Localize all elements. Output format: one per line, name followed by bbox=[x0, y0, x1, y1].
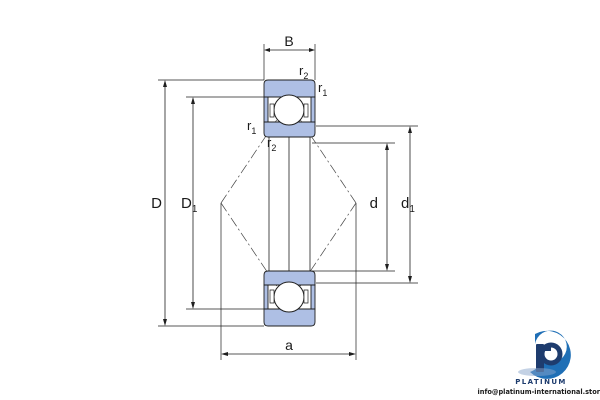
platinum-p-logo-icon bbox=[518, 330, 571, 379]
label-d: d bbox=[370, 195, 378, 212]
label-D1-sub: 1 bbox=[192, 204, 198, 215]
label-r1-left: r1 bbox=[247, 118, 256, 136]
label-D1: D1 bbox=[181, 195, 198, 215]
label-r2-inner-sub: 2 bbox=[271, 143, 276, 153]
upper-inner-ring bbox=[263, 121, 316, 138]
brand-name: PLATINUM bbox=[515, 378, 567, 386]
lower-bearing-section bbox=[263, 270, 316, 327]
label-d1-sub: 1 bbox=[409, 204, 415, 215]
label-r2-top: r2 bbox=[299, 63, 308, 81]
extension-lines bbox=[158, 44, 418, 360]
label-r2-top-sub: 2 bbox=[303, 71, 308, 81]
dimension-lines bbox=[164, 49, 411, 355]
label-r2-inner: r2 bbox=[267, 135, 276, 153]
upper-outer-ring bbox=[263, 79, 316, 98]
upper-bearing-section bbox=[263, 79, 316, 138]
label-a: a bbox=[285, 337, 293, 353]
brand-email: info@platinum-international.store bbox=[478, 388, 600, 396]
lower-ball bbox=[273, 281, 305, 313]
dimension-arrowheads bbox=[163, 48, 412, 356]
label-B: B bbox=[284, 33, 293, 49]
upper-ball bbox=[273, 94, 305, 126]
label-r1-top: r1 bbox=[318, 80, 327, 98]
label-r1-top-sub: 1 bbox=[322, 88, 327, 98]
lower-outer-ring bbox=[263, 308, 316, 327]
bearing-section-lines bbox=[268, 137, 311, 271]
label-r1-left-sub: 1 bbox=[251, 126, 256, 136]
label-d1: d1 bbox=[401, 195, 415, 215]
label-D: D bbox=[151, 195, 162, 212]
